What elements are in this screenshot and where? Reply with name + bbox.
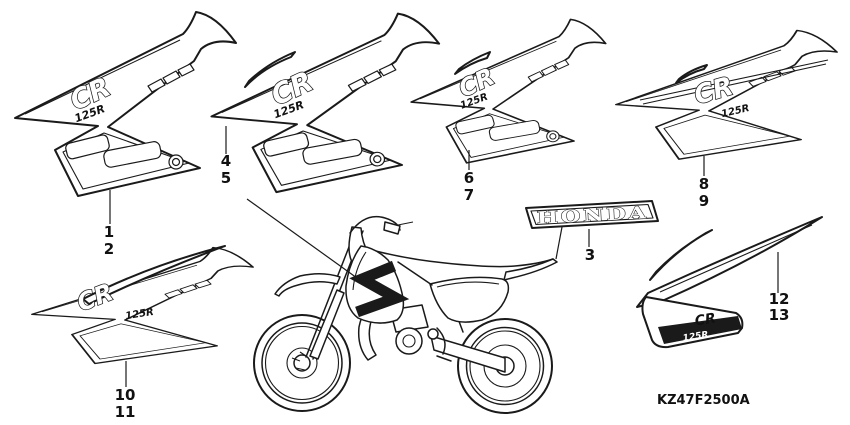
callout-11[interactable]: 11 xyxy=(115,403,136,421)
decal-shroud-mark-4-5[interactable]: CR 125R xyxy=(210,12,441,194)
decal-side-mark-12-13[interactable]: CR 125R xyxy=(636,216,823,349)
decal-sliver xyxy=(244,51,296,88)
rear-tire xyxy=(457,318,553,414)
callout-12[interactable]: 12 xyxy=(769,290,790,308)
callout-9[interactable]: 9 xyxy=(699,192,709,210)
brake-lever xyxy=(397,221,414,226)
decal-shroud-mark-8-9[interactable]: CR 125R xyxy=(615,29,838,161)
shroud-inner-line xyxy=(352,251,367,291)
rear-rim-inner xyxy=(469,330,541,402)
decal-logo-subtext: 125R xyxy=(682,330,709,344)
decal-logo-text: CR xyxy=(694,311,717,330)
leader-decal-to-shroud xyxy=(246,198,358,279)
engine-case xyxy=(395,327,423,355)
handlebar-grip xyxy=(383,221,401,235)
motorcycle-illustration xyxy=(253,215,558,414)
badge-outline xyxy=(525,200,659,229)
callout-3[interactable]: 3 xyxy=(585,246,595,264)
engine-case-inner xyxy=(402,334,416,348)
side-panel-line xyxy=(436,281,500,288)
decal-logo-subtext: 125R xyxy=(125,307,155,322)
callout-13[interactable]: 13 xyxy=(769,306,790,324)
decal-dark-band xyxy=(658,316,742,344)
seat-under-line xyxy=(397,261,433,286)
decal-sliver xyxy=(675,64,708,84)
decal-sliver xyxy=(82,245,226,305)
leader-badge-to-fender xyxy=(555,226,563,260)
callout-1[interactable]: 1 xyxy=(104,223,114,241)
decal-blade xyxy=(636,216,823,308)
front-tire xyxy=(253,314,351,412)
callout-8[interactable]: 8 xyxy=(699,175,709,193)
honda-badge-decal-3[interactable]: HONDA xyxy=(525,200,659,229)
front-rim xyxy=(261,322,343,404)
decal-logo-subtext: 125R xyxy=(720,103,750,120)
front-brake-disc xyxy=(286,347,318,379)
rear-rim xyxy=(465,326,545,406)
decal-shape xyxy=(31,246,254,365)
shroud-decal-position-mark xyxy=(349,260,410,318)
seat-top-line xyxy=(367,248,554,268)
rear-fender xyxy=(503,258,558,281)
callout-5[interactable]: 5 xyxy=(221,169,231,187)
decal-blade-inner xyxy=(659,224,813,293)
decal-shroud-mark-6-7[interactable]: CR 125R xyxy=(410,18,607,164)
decal-shape xyxy=(210,12,441,194)
engine-detail xyxy=(427,328,439,340)
decal-shape xyxy=(14,11,237,197)
front-hub xyxy=(293,354,311,372)
kick-lever xyxy=(436,327,452,362)
decal-side-mark-10-11[interactable]: CR 125R xyxy=(31,245,254,365)
callout-10[interactable]: 10 xyxy=(115,386,136,404)
decal-shape xyxy=(410,18,607,164)
decal-sliver xyxy=(454,51,491,75)
decal-sliver xyxy=(649,229,713,281)
hub-detail xyxy=(291,351,307,371)
swingarm xyxy=(430,335,506,373)
decal-stripe xyxy=(639,59,829,105)
decal-shroud-mark-1-2[interactable]: CR 125R xyxy=(14,11,237,197)
badge-inner-outline xyxy=(530,203,654,226)
front-rim-inner xyxy=(264,325,340,401)
side-number-plate xyxy=(429,276,510,323)
callout-2[interactable]: 2 xyxy=(104,240,114,258)
callout-4[interactable]: 4 xyxy=(221,152,231,170)
callout-6[interactable]: 6 xyxy=(464,169,474,187)
leader-lines xyxy=(109,126,779,387)
callout-7[interactable]: 7 xyxy=(464,186,474,204)
fork-guard xyxy=(309,289,345,360)
callout-labels: 1 2 3 4 5 6 7 8 9 10 11 12 13 xyxy=(104,152,790,421)
front-fender xyxy=(274,273,341,297)
diagram-code: KZ47F2500A xyxy=(657,393,750,408)
